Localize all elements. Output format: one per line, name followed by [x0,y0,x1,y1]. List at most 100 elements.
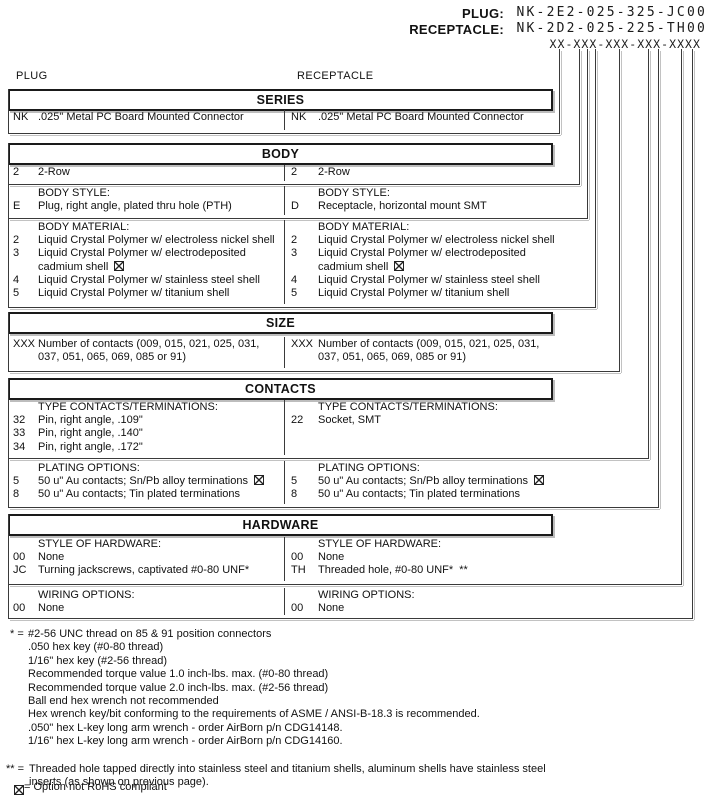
option-code: NK [291,111,307,123]
option-desc: Pin, right angle, .109" [38,414,143,427]
option-desc-line: None [38,551,65,564]
option-desc-line: Liquid Crystal Polymer w/ stainless stee… [318,273,540,286]
section-header-size: SIZE [8,312,553,334]
section-header-series: SERIES [8,89,553,111]
option-code: 8 [291,488,298,501]
option-row: 8 50 u" Au contacts; Tin plated terminati… [13,488,264,501]
option-code: 00 [291,551,304,564]
option-desc-line: Pin, right angle, .172" [38,440,143,453]
option-code: 00 [13,551,26,564]
option-desc: Plug, right angle, plated thru hole (PTH… [38,200,232,213]
option-row: JC Turning jackscrews, captivated #0-80 U… [13,564,249,577]
option-desc-line: Threaded hole, #0-80 UNF* ** [318,564,468,577]
option-desc: .025" Metal PC Board Mounted Connector [318,111,524,124]
subsection-label-right: BODY STYLE: [318,187,390,199]
option-code: 8 [13,488,20,501]
options-column-left: NK .025" Metal PC Board Mounted Connector [13,111,244,124]
option-desc-line: 50 u" Au contacts; Tin plated terminatio… [38,488,241,501]
receptacle-part-number-value: NK-2D2-025-225-TH00 [516,21,707,36]
subsection-label-right: PLATING OPTIONS: [318,462,420,474]
option-desc-line: Liquid Crystal Polymer w/ stainless stee… [38,273,260,286]
option-row: E Plug, right angle, plated thru hole (PT… [13,200,232,213]
option-code: 4 [291,273,298,286]
plug-part-number-value: NK-2E2-025-325-JC00 [516,5,707,20]
option-desc-line: .025" Metal PC Board Mounted Connector [38,111,244,123]
option-row: 00 None [13,551,249,564]
option-desc: Liquid Crystal Polymer w/ electrodeposit… [38,247,246,273]
option-row: 00 None [13,602,64,615]
option-desc: None [318,602,344,615]
footnote-line: Recommended torque value 2.0 inch-lbs. m… [28,681,329,694]
option-code: 2 [13,234,20,247]
option-desc-line: .025" Metal PC Board Mounted Connector [318,111,524,123]
option-desc: 2-Row [318,166,350,179]
option-desc-line: Turning jackscrews, captivated #0-80 UNF… [38,564,250,577]
option-desc: 50 u" Au contacts; Tin plated terminatio… [38,488,240,501]
not-rohs-icon [394,260,405,271]
option-desc-line: None [38,602,65,615]
option-desc-line: Number of contacts (009, 015, 021, 025, … [318,338,540,350]
option-desc-line: 50 u" Au contacts; Tin plated terminatio… [318,488,521,501]
options-column-right: XXX Number of contacts (009, 015, 021, 02… [291,338,539,364]
plug-column-label: PLUG [16,70,48,82]
footnote-line: Hex wrench key/bit conforming to the req… [28,708,480,721]
option-desc-line: 2-Row [318,166,350,178]
option-desc: Liquid Crystal Polymer w/ electrodeposit… [318,247,526,273]
options-column-right: NK .025" Metal PC Board Mounted Connector [291,111,524,124]
option-code: JC [13,564,27,577]
option-desc: Socket, SMT [318,414,381,427]
option-code: 5 [291,287,298,299]
option-desc-line: Pin, right angle, .109" [38,414,143,427]
option-desc-line: None [318,551,345,564]
option-desc: Liquid Crystal Polymer w/ titanium shell [318,287,509,300]
subsection-label-left: STYLE OF HARDWARE: [38,538,162,550]
option-desc-line: 50 u" Au contacts; Sn/Pb alloy terminati… [318,475,544,488]
option-desc-line: Socket, SMT [318,414,381,427]
option-desc: Pin, right angle, .140" [38,427,143,440]
option-desc: Number of contacts (009, 015, 021, 025, … [318,338,539,364]
option-desc-line: None [318,602,345,615]
option-code: E [13,200,21,213]
option-code: 00 [13,602,26,615]
footnote-line: 1/16" hex L-key long arm wrench - order … [28,735,343,748]
receptacle-part-number-label: RECEPTACLE: [409,22,504,37]
option-code: NK [13,111,29,123]
option-code: XXX [291,338,314,350]
option-desc: Number of contacts (009, 015, 021, 025, … [38,338,259,364]
option-desc-line: Pin, right angle, .140" [38,427,143,440]
option-desc: .025" Metal PC Board Mounted Connector [38,111,244,124]
option-desc-line: Liquid Crystal Polymer w/ electroless ni… [318,234,555,247]
option-code: XXX [13,338,36,350]
not-rohs-icon [253,475,264,486]
section-header-contacts: CONTACTS [8,378,553,400]
option-code: 00 [291,602,304,615]
option-desc-line: Liquid Crystal Polymer w/ electroless ni… [38,234,275,247]
option-row: 2 Liquid Crystal Polymer w/ electroless n… [13,234,275,247]
option-desc: Turning jackscrews, captivated #0-80 UNF… [38,564,249,577]
option-desc: 2-Row [38,166,70,179]
option-desc-line: Receptacle, horizontal mount SMT [318,200,487,213]
footnote-line: Threaded hole tapped directly into stain… [29,762,546,775]
footnote-marker: * = [10,628,24,640]
subsection-label-left: BODY MATERIAL: [38,221,130,233]
option-desc-line: 037, 051, 065, 069, 085 or 91) [318,351,467,364]
